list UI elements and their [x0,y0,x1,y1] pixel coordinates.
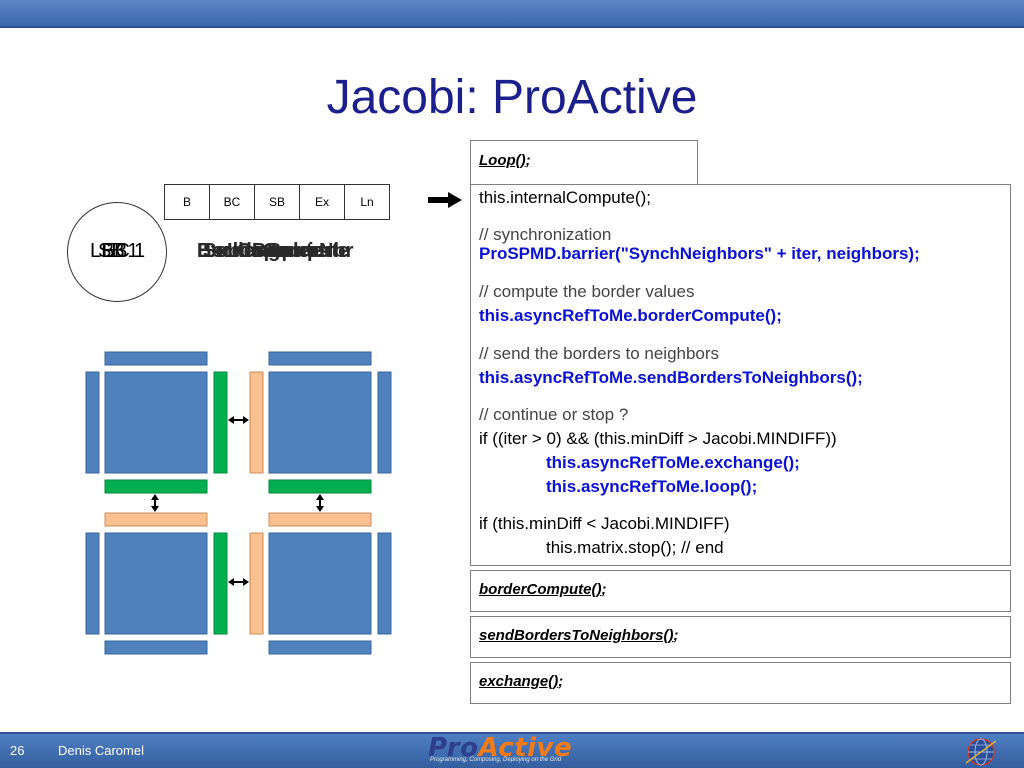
block-top-left-right-border [213,371,228,474]
logo-pro: Pro [428,733,479,763]
state-label-barrier: Barrier [267,240,333,262]
exchange-box[interactable] [470,662,1011,704]
logo-active: Active [478,733,573,763]
block-bottom-left-core [104,532,208,635]
page-number: 26 [10,743,25,758]
exchange-suffix: ; [558,673,564,690]
circle-label-1: 1 [134,240,146,262]
loop-method-suffix: ; [525,152,531,169]
block-top-left-core [104,371,208,474]
exchange-name: exchange() [479,673,559,690]
state-label-sendborders: SendBorders [203,240,329,262]
block-bottom-right-bottom-border [268,640,372,655]
code-line-internal-compute: this.internalCompute(); [479,188,651,207]
circle-label-ec: EC [102,240,130,262]
block-bottom-right-top-border [268,512,372,527]
request-queue: B BC SB Ex Ln [164,184,390,220]
state-label-exchange: Exchange [197,240,292,262]
code-line-barrier: ProSPMD.barrier("SynchNeighbors" + iter,… [479,244,920,263]
code-line-border-compute: this.asyncRefToMe.borderCompute(); [479,306,782,325]
state-label-bordercompute: BorderCompute [197,240,350,262]
circle-label-b1: B1 [114,240,139,262]
border-compute-label: borderCompute(); [479,581,607,598]
queue-cell-ex: Ex [299,184,345,220]
exchange-arrow-top [228,416,249,424]
block-bottom-right-right-border [377,532,392,635]
code-line-send-borders: this.asyncRefToMe.sendBordersToNeighbors… [479,368,863,387]
block-bottom-left-right-border [213,532,228,635]
circle-label-lb: LB [90,240,115,262]
footer-bar [0,732,1024,768]
proactive-logo: ProActive [428,733,572,763]
code-line-exchange: this.asyncRefToMe.exchange(); [546,453,800,472]
queue-cell-bc: BC [209,184,255,220]
loop-tab[interactable] [470,140,698,186]
exchange-arrow-left-vertical [151,494,159,512]
border-compute-name: borderCompute() [479,581,602,598]
border-compute-suffix: ; [601,581,607,598]
loop-tab-label: Loop(); [479,152,531,169]
slide-title: Jacobi: ProActive [326,71,698,124]
block-top-right-right-border [377,371,392,474]
queue-cell-ln: Ln [344,184,390,220]
block-bottom-right-left-border [249,532,264,635]
code-line-if-continue: if ((iter > 0) && (this.minDiff > Jacobi… [479,429,837,448]
queue-cell-b: B [164,184,210,220]
exchange-arrow-bottom [228,578,249,586]
queue-cell-sb: SB [254,184,300,220]
block-top-right-top-border [268,351,372,366]
block-top-left-bottom-border [104,479,208,494]
author-name: Denis Caromel [58,743,144,758]
code-line-loop: this.asyncRefToMe.loop(); [546,477,758,496]
block-bottom-left-left-border [85,532,100,635]
globe-icon [965,738,997,766]
top-header-bar [0,0,1024,28]
circle-label-sb: SB [98,240,125,262]
border-compute-box[interactable] [470,570,1011,612]
send-borders-label: sendBordersToNeighbors(); [479,627,678,644]
state-label-compute: Compute [237,240,324,262]
block-top-left-left-border [85,371,100,474]
logo-tagline: Programming, Composing, Deploying on the… [430,757,562,763]
code-line-comment-border: // compute the border values [479,282,695,301]
exchange-arrow-right-vertical [316,494,324,512]
code-line-comment-continue: // continue or stop ? [479,405,629,424]
state-label-loop: Loop [227,240,276,262]
code-line-comment-send: // send the borders to neighbors [479,344,720,363]
loop-code-panel [470,184,1011,566]
active-object-circle [67,202,167,302]
block-top-right-left-border [249,371,264,474]
state-label-nbr: Nbr [319,240,354,262]
block-top-left [104,351,208,366]
exchange-label: exchange(); [479,673,563,690]
code-line-comment-sync: // synchronization [479,225,612,244]
block-bottom-right-core [268,532,372,635]
code-line-if-stop: if (this.minDiff < Jacobi.MINDIFF) [479,514,730,533]
send-borders-name: sendBordersToNeighbors() [479,627,674,644]
code-line-stop: this.matrix.stop(); // end [546,538,724,557]
block-top-right-core [268,371,372,474]
block-top-right-bottom-border [268,479,372,494]
loop-method-name: Loop() [479,152,526,169]
block-bottom-left-bottom-border [104,640,208,655]
send-borders-suffix: ; [673,627,679,644]
right-arrow-icon [428,192,462,208]
send-borders-box[interactable] [470,616,1011,658]
block-bottom-left-top-border [104,512,208,527]
